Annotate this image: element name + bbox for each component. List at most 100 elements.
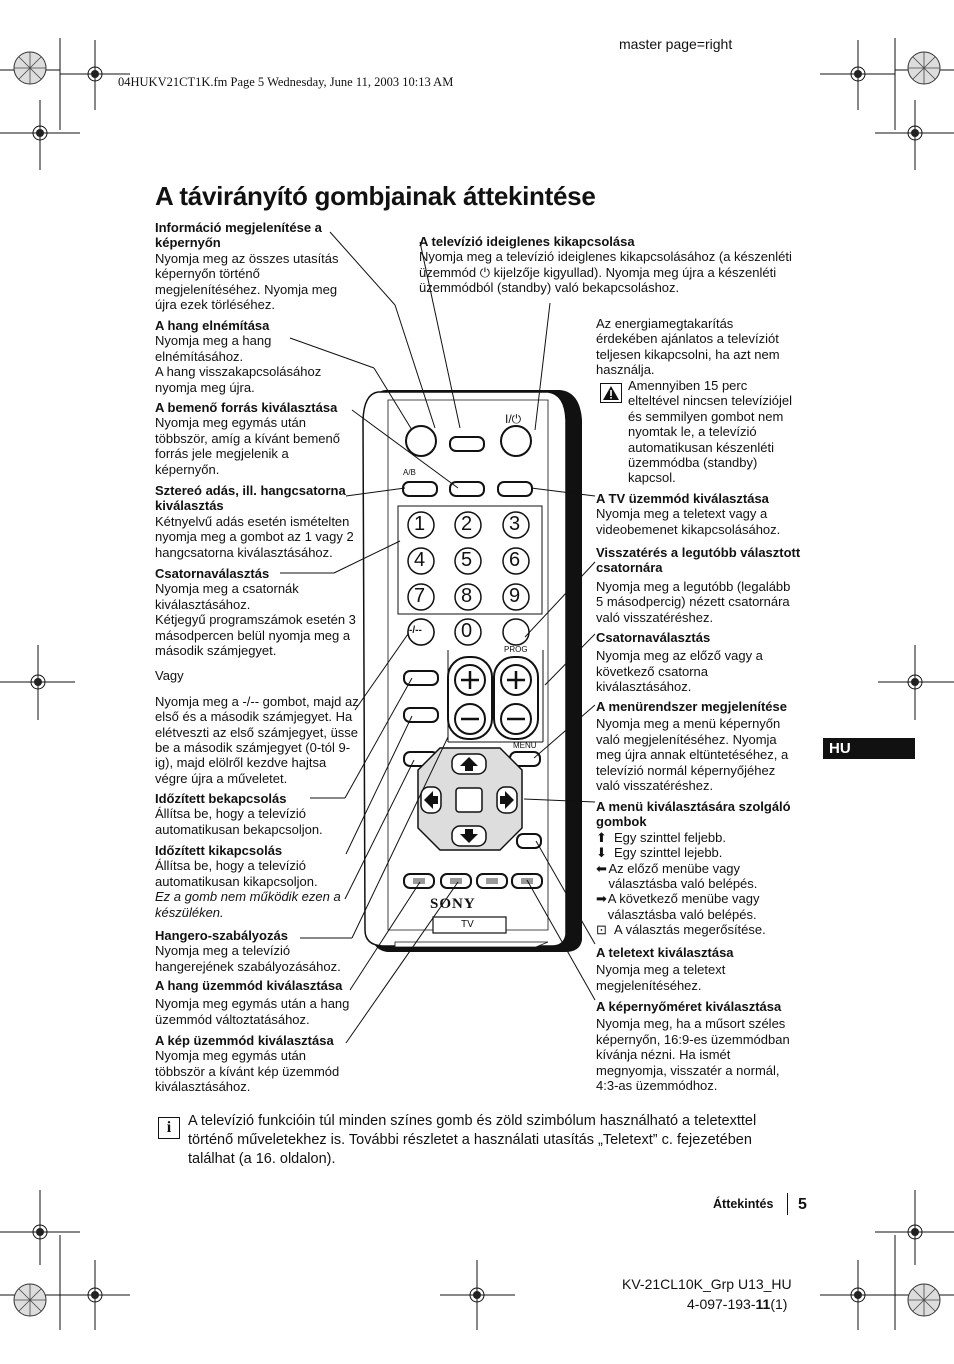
registration-marks-filled [34,70,919,1299]
picture-mode-block: A kép üzemmód kiválasztása Nyomja meg eg… [155,1033,355,1095]
info-icon: i [158,1117,180,1139]
code-prefix: 4-097-193- [687,1296,756,1312]
warning-icon [600,383,622,403]
channel-block: Csatornaválasztás Nyomja meg a csatornák… [155,566,360,786]
picture-mode-body: Nyomja meg egymás után többször a kívánt… [155,1048,340,1095]
tv-mode-title: A TV üzemmód kiválasztása [596,491,769,506]
sound-mode-title: A hang üzemmód kiválasztása [155,978,343,993]
stereo-title: Sztereó adás, ill. hangcsatorna kiválasz… [155,483,346,514]
timer-off-title: Időzített kikapcsolás [155,843,283,858]
mute-block: A hang elnémítása Nyomja meg a hang elné… [155,318,340,395]
tv-mode-button [497,481,533,497]
menu-label: MENU [513,741,537,750]
timer-off-body: Állítsa be, hogy a televízió automatikus… [155,858,318,889]
timer-on-body: Állítsa be, hogy a televízió automatikus… [155,806,323,837]
brand-logo: SONY [430,896,476,912]
power-label: I/⏻ [505,412,522,426]
dash-label: -/-- [409,625,422,636]
footer-section: Áttekintés [713,1197,774,1211]
timer-off-note: Ez a gomb nem működik ezen a készüléken. [155,889,341,920]
digit-3: 3 [509,513,521,535]
ab-button [402,481,438,497]
right-arrow-icon: ➡ [596,891,607,907]
sound-mode-body: Nyomja meg egymás után a hang üzemmód vá… [155,996,350,1027]
digit-5: 5 [461,549,473,571]
standby-title: A televízió ideiglenes kikapcsolása [419,234,635,249]
input-body: Nyomja meg egymás után többször, amíg a … [155,415,340,477]
tv-label: TV [461,919,474,930]
warning-body: Amennyiben 15 perc elteltével nincsen te… [628,378,793,486]
mute-body1: Nyomja meg a hang elnémításához. [155,333,272,364]
nav-item-confirm: A választás megerősítése. [614,922,766,938]
menu-title: A menürendszer megjelenítése [596,699,787,714]
last-channel-block: Visszatérés a legutóbb választott csator… [596,545,801,625]
digit-1: 1 [414,513,426,535]
digit-2: 2 [461,513,473,535]
timer-off-block: Időzített kikapcsolás Állítsa be, hogy a… [155,843,345,920]
menu-block: A menürendszer megjelenítése Nyomja meg … [596,699,801,793]
page-title: A távirányító gombjainak áttekintése [155,181,596,211]
channel-title: Csatornaválasztás [155,566,270,581]
energy-body: Az energiamegtakarítás érdekében ajánlat… [596,316,780,378]
digit-9: 9 [509,585,521,607]
prog-label: PROG [504,645,528,654]
picture-mode-title: A kép üzemmód kiválasztása [155,1033,334,1048]
energy-note: Az energiamegtakarítás érdekében ajánlat… [596,316,796,378]
input-title: A bemenő forrás kiválasztása [155,400,338,415]
mute-body2: A hang visszakapcsolásához nyomja meg új… [155,364,322,395]
screen-format-block: A képernyőméret kiválasztása Nyomja meg,… [596,999,801,1093]
menu-body: Nyomja meg a menü képernyőn való megjele… [596,716,789,794]
model-line: KV-21CL10K_Grp U13_HU [622,1276,792,1292]
input-button [449,481,485,497]
info-button [449,436,485,452]
mute-button [405,425,437,457]
prog-block: Csatornaválasztás Nyomja meg az előző va… [596,630,776,695]
up-arrow-icon: ⬆ [596,829,607,845]
last-channel-body: Nyomja meg a legutóbb (legalább 5 másodp… [596,578,791,625]
teletext-note: A televízió funkcióin túl minden színes … [188,1113,757,1167]
teletext-title: A teletext kiválasztása [596,945,734,960]
menu-nav-title: A menü kiválasztására szolgáló gombok [596,799,791,830]
file-header: 04HUKV21CT1K.fm Page 5 Wednesday, June 1… [118,75,454,89]
down-arrow-icon: ⬇ [596,845,607,861]
sound-mode-block: A hang üzemmód kiválasztása Nyomja meg e… [155,978,360,1027]
warning-block: Amennyiben 15 perc elteltével nincsen te… [628,378,798,486]
volume-body: Nyomja meg a televízió hangerejének szab… [155,943,341,974]
last-channel-title: Visszatérés a legutóbb választott csator… [596,545,801,576]
confirm-icon: ⊡ [596,922,607,938]
channel-body2: Kétjegyű programszámok esetén 3 másodper… [155,612,356,659]
digit-7: 7 [414,585,426,607]
digit-6: 6 [509,549,521,571]
nav-item-up: Egy szinttel feljebb. [614,829,727,845]
remote-control [362,390,582,952]
master-page-label: master page=right [619,36,733,52]
channel-body3: Nyomja meg a -/-- gombot, majd az első é… [155,693,359,786]
digit-0: 0 [461,620,473,642]
nav-item-right: A következő menübe vagy választásba való… [607,891,760,922]
starburst-rays [14,52,940,1316]
volume-block: Hangero-szabályozás Nyomja meg a televíz… [155,928,355,974]
info-title: Információ megjelenítése a képernyőn [155,220,322,251]
page-number: 5 [798,1196,807,1213]
tv-mode-block: A TV üzemmód kiválasztása Nyomja meg a t… [596,491,796,537]
nav-item-down: Egy szinttel lejebb. [614,845,723,861]
leader-lines [280,231,596,1044]
timer-on-block: Időzített bekapcsolás Állítsa be, hogy a… [155,791,345,837]
stereo-block: Sztereó adás, ill. hangcsatorna kiválasz… [155,483,358,560]
prog-body: Nyomja meg az előző vagy a következő csa… [596,648,763,695]
code-line: 4-097-193-11(1) [687,1296,787,1312]
code-suffix: (1) [770,1296,788,1312]
screen-format-body: Nyomja meg, ha a műsort széles képernyőn… [596,1016,790,1094]
info-block: Információ megjelenítése a képernyőn Nyo… [155,220,340,312]
channel-body1: Nyomja meg a csatornák kiválasztásához. [155,581,299,612]
teletext-block: A teletext kiválasztása Nyomja meg a tel… [596,945,766,993]
menu-nav-block: A menü kiválasztására szolgáló gombok ⬆ E… [596,799,806,938]
code-bold: 11 [755,1296,771,1312]
ab-label: A/B [403,468,416,477]
timer-on-title: Időzített bekapcsolás [155,791,287,806]
tv-mode-body: Nyomja meg a teletext vagy a videobemene… [596,506,781,537]
volume-title: Hangero-szabályozás [155,928,288,943]
stereo-body: Kétnyelvű adás esetén ismételten nyomja … [155,513,354,560]
nav-item-left: Az előző menübe vagy választásba való be… [608,860,758,892]
